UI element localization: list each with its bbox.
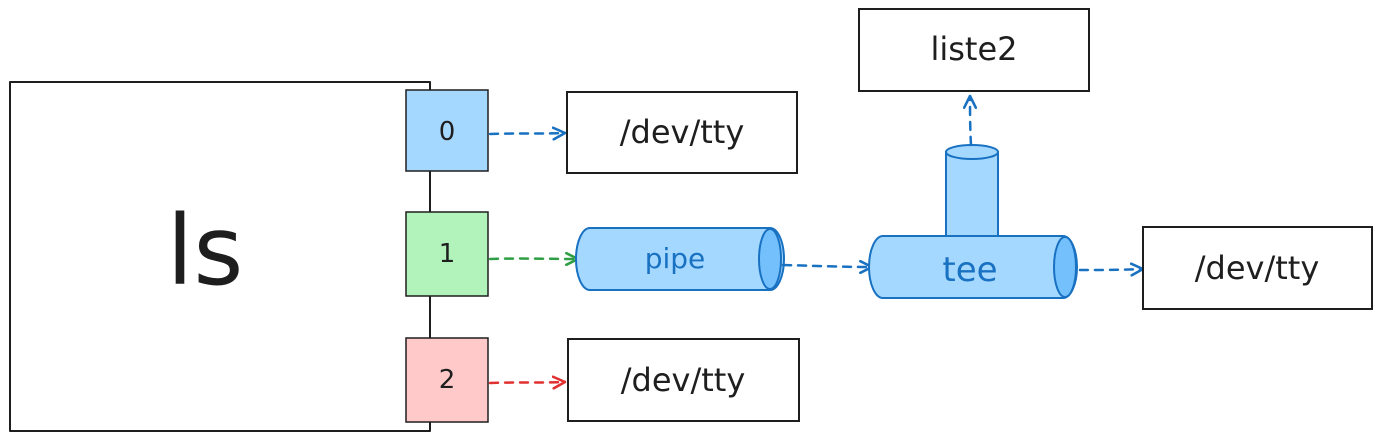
fd-0-label: 0 [439,117,456,147]
stderr-target-box: /dev/tty [567,338,800,422]
fd-0-box: 0 [405,89,489,172]
fd-2-label: 2 [439,365,456,395]
fd-2-box: 2 [405,337,489,423]
pipe-label: pipe [645,242,706,275]
tee-cylinder: tee [868,235,1078,299]
tee-output-box: /dev/tty [1142,226,1373,310]
tee-vertical-branch [945,144,999,249]
stdin-target-box: /dev/tty [566,91,798,174]
tee-label: tee [942,250,997,290]
fd-1-box: 1 [405,211,489,297]
stderr-target-label: /dev/tty [621,361,746,399]
tee-output-label: /dev/tty [1195,249,1320,287]
arrow-pipe-to-tee [781,265,874,267]
process-box: ls [9,81,431,432]
arrow-tee-to-tty [1078,269,1143,270]
stdin-target-label: /dev/tty [620,113,745,151]
process-label: ls [167,195,244,307]
arrow-fd2-to-tty [488,382,565,383]
arrow-fd0-to-tty [488,133,565,134]
tee-file-box: liste2 [858,8,1090,92]
arrow-tee-to-file [970,94,971,147]
fd-1-label: 1 [439,239,456,269]
pipe-cylinder: pipe [575,227,785,291]
tee-file-label: liste2 [930,30,1017,68]
